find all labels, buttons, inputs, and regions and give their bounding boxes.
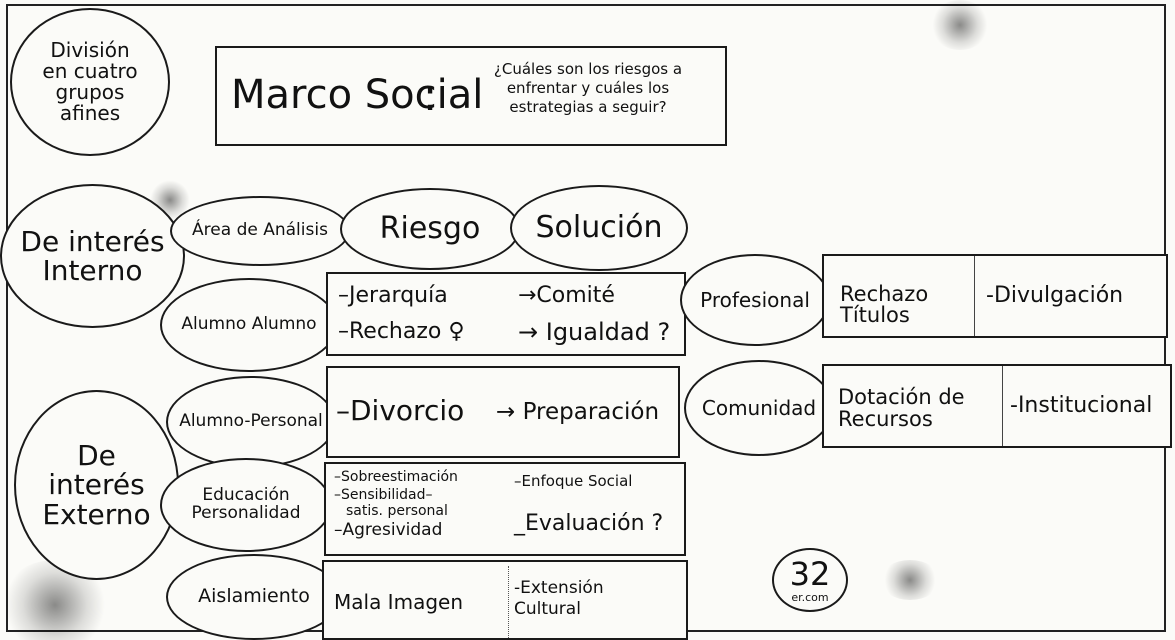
area-analisis-label: Área de Análisis bbox=[192, 220, 328, 241]
aislamiento-box: Mala Imagen -Extensión Cultural bbox=[322, 560, 688, 640]
comunidad-ellipse: Comunidad bbox=[684, 360, 834, 456]
scan-stain bbox=[880, 560, 940, 600]
aislamiento-divider bbox=[508, 566, 509, 638]
page-number: 32 bbox=[789, 554, 831, 593]
alumno-alumno-ellipse: Alumno Alumno bbox=[160, 278, 338, 372]
comunidad-solution: -Institucional bbox=[1010, 393, 1153, 418]
alumno-alumno-label: Alumno Alumno bbox=[181, 314, 317, 335]
scan-stain bbox=[930, 0, 990, 50]
aislamiento-solution: -Extensión Cultural bbox=[514, 578, 604, 620]
comunidad-divider bbox=[1002, 366, 1003, 446]
marco-social-box: Marco Social : ¿Cuáles son los riesgos a… bbox=[215, 46, 727, 146]
marco-social-colon: : bbox=[423, 71, 438, 120]
comunidad-label: Comunidad bbox=[701, 395, 817, 420]
profesional-box: Rechazo Títulos -Divulgación bbox=[822, 254, 1168, 338]
area-analisis-ellipse: Área de Análisis bbox=[170, 196, 350, 266]
educacion-risk-2: –Sensibilidad– bbox=[334, 487, 433, 503]
educacion-risk-4: –Agresividad bbox=[334, 520, 443, 540]
riesgo-label: Riesgo bbox=[379, 211, 481, 247]
profesional-risk: Rechazo Títulos bbox=[840, 282, 929, 327]
educacion-label: Educación Personalidad bbox=[191, 485, 301, 523]
alumno-personal-risk: –Divorcio bbox=[336, 394, 465, 427]
profesional-solution: -Divulgación bbox=[986, 283, 1124, 308]
watermark-text: er.com bbox=[791, 590, 829, 604]
alumno-personal-solution: → Preparación bbox=[496, 399, 660, 425]
alumno-alumno-risk-2: –Rechazo ♀ bbox=[338, 319, 465, 344]
profesional-divider bbox=[974, 256, 975, 336]
comunidad-box: Dotación de Recursos -Institucional bbox=[822, 364, 1172, 448]
division-text: División en cuatro grupos afines bbox=[42, 38, 138, 125]
profesional-label: Profesional bbox=[700, 287, 810, 312]
page-number-circle: 32 er.com bbox=[772, 548, 848, 612]
aislamiento-label: Aislamiento bbox=[198, 585, 310, 608]
internal-group-ellipse: De interés Interno bbox=[0, 184, 185, 328]
comunidad-risk: Dotación de Recursos bbox=[838, 385, 965, 432]
alumno-alumno-solution-1: →Comité bbox=[518, 283, 615, 308]
educacion-solution-2: _Evaluación ? bbox=[514, 511, 664, 536]
solucion-ellipse: Solución bbox=[510, 185, 688, 271]
profesional-ellipse: Profesional bbox=[680, 254, 830, 346]
aislamiento-ellipse: Aislamiento bbox=[166, 554, 342, 640]
alumno-alumno-risk-1: –Jerarquía bbox=[338, 283, 448, 308]
educacion-risk-1: –Sobreestimación bbox=[334, 469, 458, 485]
alumno-alumno-solution-2: → Igualdad ? bbox=[518, 318, 671, 346]
external-group-label: De interés Externo bbox=[42, 438, 151, 531]
division-ellipse: División en cuatro grupos afines bbox=[10, 8, 170, 156]
educacion-box: –Sobreestimación –Enfoque Social –Sensib… bbox=[324, 462, 686, 556]
educacion-solution-1: –Enfoque Social bbox=[514, 472, 633, 490]
alumno-personal-ellipse: Alumno-Personal bbox=[166, 376, 336, 468]
marco-question: ¿Cuáles son los riesgos a enfrentar y cu… bbox=[493, 60, 683, 116]
aislamiento-risk: Mala Imagen bbox=[334, 590, 463, 614]
marco-social-title: Marco Social bbox=[231, 72, 484, 118]
alumno-personal-label: Alumno-Personal bbox=[179, 411, 323, 432]
internal-group-label: De interés Interno bbox=[20, 224, 165, 287]
riesgo-ellipse: Riesgo bbox=[340, 188, 520, 270]
alumno-alumno-box: –Jerarquía →Comité –Rechazo ♀ → Igualdad… bbox=[326, 272, 686, 356]
external-group-ellipse: De interés Externo bbox=[14, 390, 179, 580]
educacion-risk-3: satis. personal bbox=[346, 503, 448, 519]
educacion-ellipse: Educación Personalidad bbox=[160, 458, 332, 552]
alumno-personal-box: –Divorcio → Preparación bbox=[326, 366, 680, 458]
solucion-label: Solución bbox=[535, 210, 663, 246]
